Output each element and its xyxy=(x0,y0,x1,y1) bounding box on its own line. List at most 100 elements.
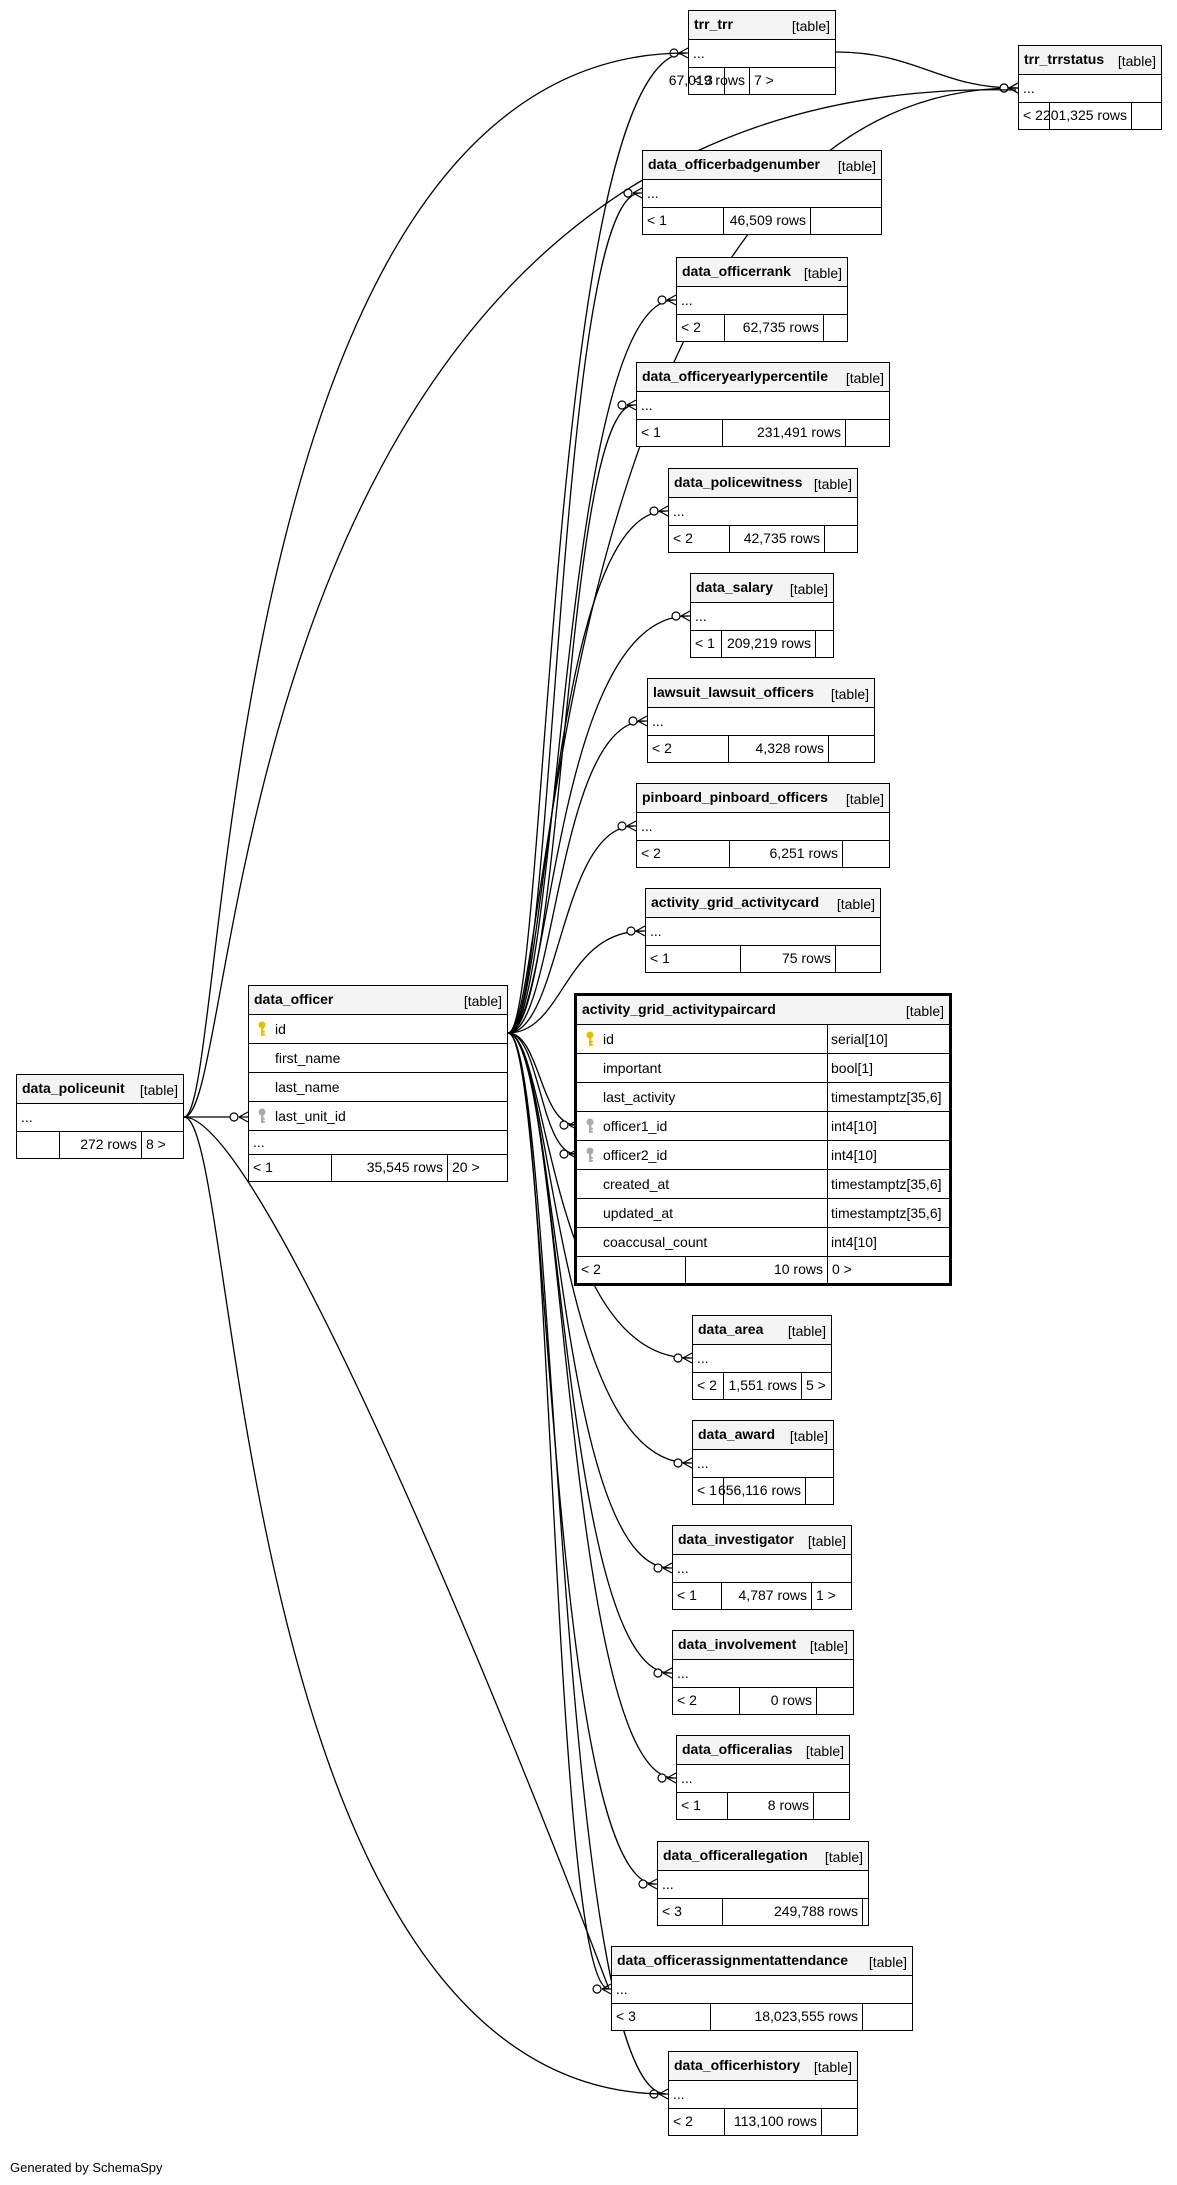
table-header[interactable]: activity_grid_activitypaircard[table] xyxy=(577,996,949,1025)
table-header[interactable]: activity_grid_activitycard[table] xyxy=(646,889,880,918)
columns-collapsed[interactable]: ... xyxy=(673,1660,853,1688)
columns-collapsed[interactable]: ... xyxy=(249,1131,507,1155)
table-header[interactable]: data_involvement[table] xyxy=(673,1631,853,1660)
table-header[interactable]: data_policewitness[table] xyxy=(669,469,857,498)
table-name[interactable]: data_officerrank xyxy=(682,263,791,279)
column-type: int4[10] xyxy=(831,1147,877,1163)
columns-collapsed[interactable]: ... xyxy=(673,1555,851,1583)
columns-collapsed[interactable]: ... xyxy=(637,813,889,841)
columns-collapsed[interactable]: ... xyxy=(689,40,835,68)
table-header[interactable]: data_salary[table] xyxy=(691,574,833,603)
table-header[interactable]: data_investigator[table] xyxy=(673,1526,851,1555)
table-name[interactable]: trr_trrstatus xyxy=(1024,51,1105,67)
table-header[interactable]: data_policeunit[table] xyxy=(17,1075,183,1104)
table-name[interactable]: data_officerbadgenumber xyxy=(648,156,820,172)
table-header[interactable]: data_officeryearlypercentile[table] xyxy=(637,363,889,392)
table-name[interactable]: trr_trr xyxy=(694,16,733,32)
column-last_name[interactable]: last_name xyxy=(249,1073,507,1102)
columns-collapsed[interactable]: ... xyxy=(691,603,833,631)
table-name[interactable]: data_officerallegation xyxy=(663,1847,808,1863)
table-header[interactable]: trr_trrstatus[table] xyxy=(1019,46,1161,75)
table-name[interactable]: activity_grid_activitycard xyxy=(651,894,820,910)
columns-collapsed[interactable]: ... xyxy=(669,498,857,526)
columns-collapsed[interactable]: ... xyxy=(612,1976,912,2004)
table-name[interactable]: data_salary xyxy=(696,579,774,595)
columns-collapsed[interactable]: ... xyxy=(637,392,889,420)
table-data_officeryearlypercentile[interactable]: data_officeryearlypercentile[table]...< … xyxy=(636,362,890,447)
columns-collapsed[interactable]: ... xyxy=(669,2081,857,2109)
children-count-cell xyxy=(810,208,881,234)
columns-collapsed[interactable]: ... xyxy=(1019,75,1161,103)
table-header[interactable]: data_officerassignmentattendance[table] xyxy=(612,1947,912,1976)
table-header[interactable]: data_officerallegation[table] xyxy=(658,1842,868,1871)
table-name[interactable]: data_award xyxy=(698,1426,776,1442)
table-name[interactable]: data_officerassignmentattendance xyxy=(617,1952,849,1968)
table-name[interactable]: data_area xyxy=(698,1321,764,1337)
table-header[interactable]: data_award[table] xyxy=(693,1421,833,1450)
table-name[interactable]: data_policewitness xyxy=(674,474,803,490)
columns-collapsed[interactable]: ... xyxy=(693,1450,833,1478)
row-count: 231,491 rows xyxy=(756,424,841,440)
column-id[interactable]: id xyxy=(249,1015,507,1044)
table-header[interactable]: pinboard_pinboard_officers[table] xyxy=(637,784,889,813)
table-header[interactable]: data_area[table] xyxy=(693,1316,831,1345)
table-header[interactable]: data_officerhistory[table] xyxy=(669,2052,857,2081)
table-data_officerassignmentattendance[interactable]: data_officerassignmentattendance[table].… xyxy=(611,1946,913,2031)
columns-collapsed[interactable]: ... xyxy=(646,918,880,946)
table-name[interactable]: data_policeunit xyxy=(22,1080,125,1096)
table-name[interactable]: lawsuit_lawsuit_officers xyxy=(653,684,815,700)
columns-collapsed[interactable]: ... xyxy=(658,1871,868,1899)
column-last_unit_id[interactable]: last_unit_id xyxy=(249,1102,507,1131)
column-first_name[interactable]: first_name xyxy=(249,1044,507,1073)
table-header[interactable]: lawsuit_lawsuit_officers[table] xyxy=(648,679,874,708)
table-name[interactable]: data_officerhistory xyxy=(674,2057,801,2073)
table-name[interactable]: pinboard_pinboard_officers xyxy=(642,789,828,805)
table-header[interactable]: trr_trr[table] xyxy=(689,11,835,40)
table-header[interactable]: data_officer[table] xyxy=(249,986,507,1015)
table-name[interactable]: data_involvement xyxy=(678,1636,797,1652)
table-name[interactable]: data_officeryearlypercentile xyxy=(642,368,828,384)
columns-collapsed[interactable]: ... xyxy=(677,1765,849,1793)
columns-collapsed[interactable]: ... xyxy=(693,1345,831,1373)
columns-collapsed[interactable]: ... xyxy=(643,180,881,208)
columns-collapsed[interactable]: ... xyxy=(17,1104,183,1132)
table-header[interactable]: data_officerrank[table] xyxy=(677,258,847,287)
table-name[interactable]: data_investigator xyxy=(678,1531,794,1547)
columns-collapsed[interactable]: ... xyxy=(648,708,874,736)
table-name[interactable]: data_officer xyxy=(254,991,334,1007)
children-count-cell xyxy=(805,1478,833,1504)
table-name[interactable]: data_officeralias xyxy=(682,1741,793,1757)
table-header[interactable]: data_officeralias[table] xyxy=(677,1736,849,1765)
table-header[interactable]: data_officerbadgenumber[table] xyxy=(643,151,881,180)
table-name[interactable]: activity_grid_activitypaircard xyxy=(582,1001,776,1017)
columns-collapsed[interactable]: ... xyxy=(677,287,847,315)
